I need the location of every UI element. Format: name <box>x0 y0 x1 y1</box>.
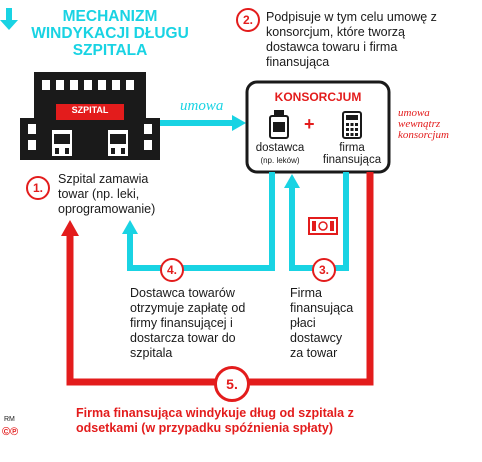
financier-label: firma finansująca <box>322 142 382 166</box>
collection-arrowhead <box>61 220 79 236</box>
plus-sign: + <box>304 114 315 134</box>
step-3-number: 3. <box>312 258 336 282</box>
arrow-down-icon <box>0 8 18 30</box>
contract-label: umowa <box>180 98 224 114</box>
copyright-mark: ©℗ <box>2 426 19 438</box>
internal-contract-label: umowa wewnątrz konsorcjum <box>398 107 449 141</box>
banknote-icon <box>308 217 338 235</box>
supplier-note: (np. leków) <box>260 156 300 165</box>
medicine-bottle-icon <box>269 110 289 139</box>
hospital-building-icon <box>20 72 160 160</box>
step-1-text: Szpital zamawia towar (np. leki, oprogra… <box>58 172 156 216</box>
delivery-arrowhead <box>122 220 138 234</box>
consortium-box <box>245 80 391 174</box>
hospital-sign <box>56 104 124 120</box>
supplier-label: dostawca <box>255 142 305 154</box>
consortium-title: KONSORCJUM <box>274 90 362 104</box>
step-4-number: 4. <box>160 258 184 282</box>
step-5-text: Firma finansująca windykuje dług od szpi… <box>76 406 354 435</box>
step-3-text: Firma finansująca płaci dostawcy za towa… <box>290 286 354 360</box>
payment-arrowhead <box>284 174 300 188</box>
contract-arrowhead <box>232 115 246 131</box>
calculator-icon <box>342 111 362 139</box>
step-5-number: 5. <box>214 366 250 402</box>
step-1-number: 1. <box>26 176 50 200</box>
delivery-loop <box>127 172 275 271</box>
hospital-sign-label: SZPITAL <box>71 105 109 115</box>
credit-initials: RM <box>4 416 15 423</box>
step-2-number: 2. <box>236 8 260 32</box>
page-title: MECHANIZM WINDYKACJI DŁUGU SZPITALA <box>31 8 189 59</box>
step-4-text: Dostawca towarów otrzymuje zapłatę od fi… <box>130 286 246 360</box>
step-2-text: Podpisuje w tym celu umowę z konsorcjum,… <box>266 10 437 69</box>
